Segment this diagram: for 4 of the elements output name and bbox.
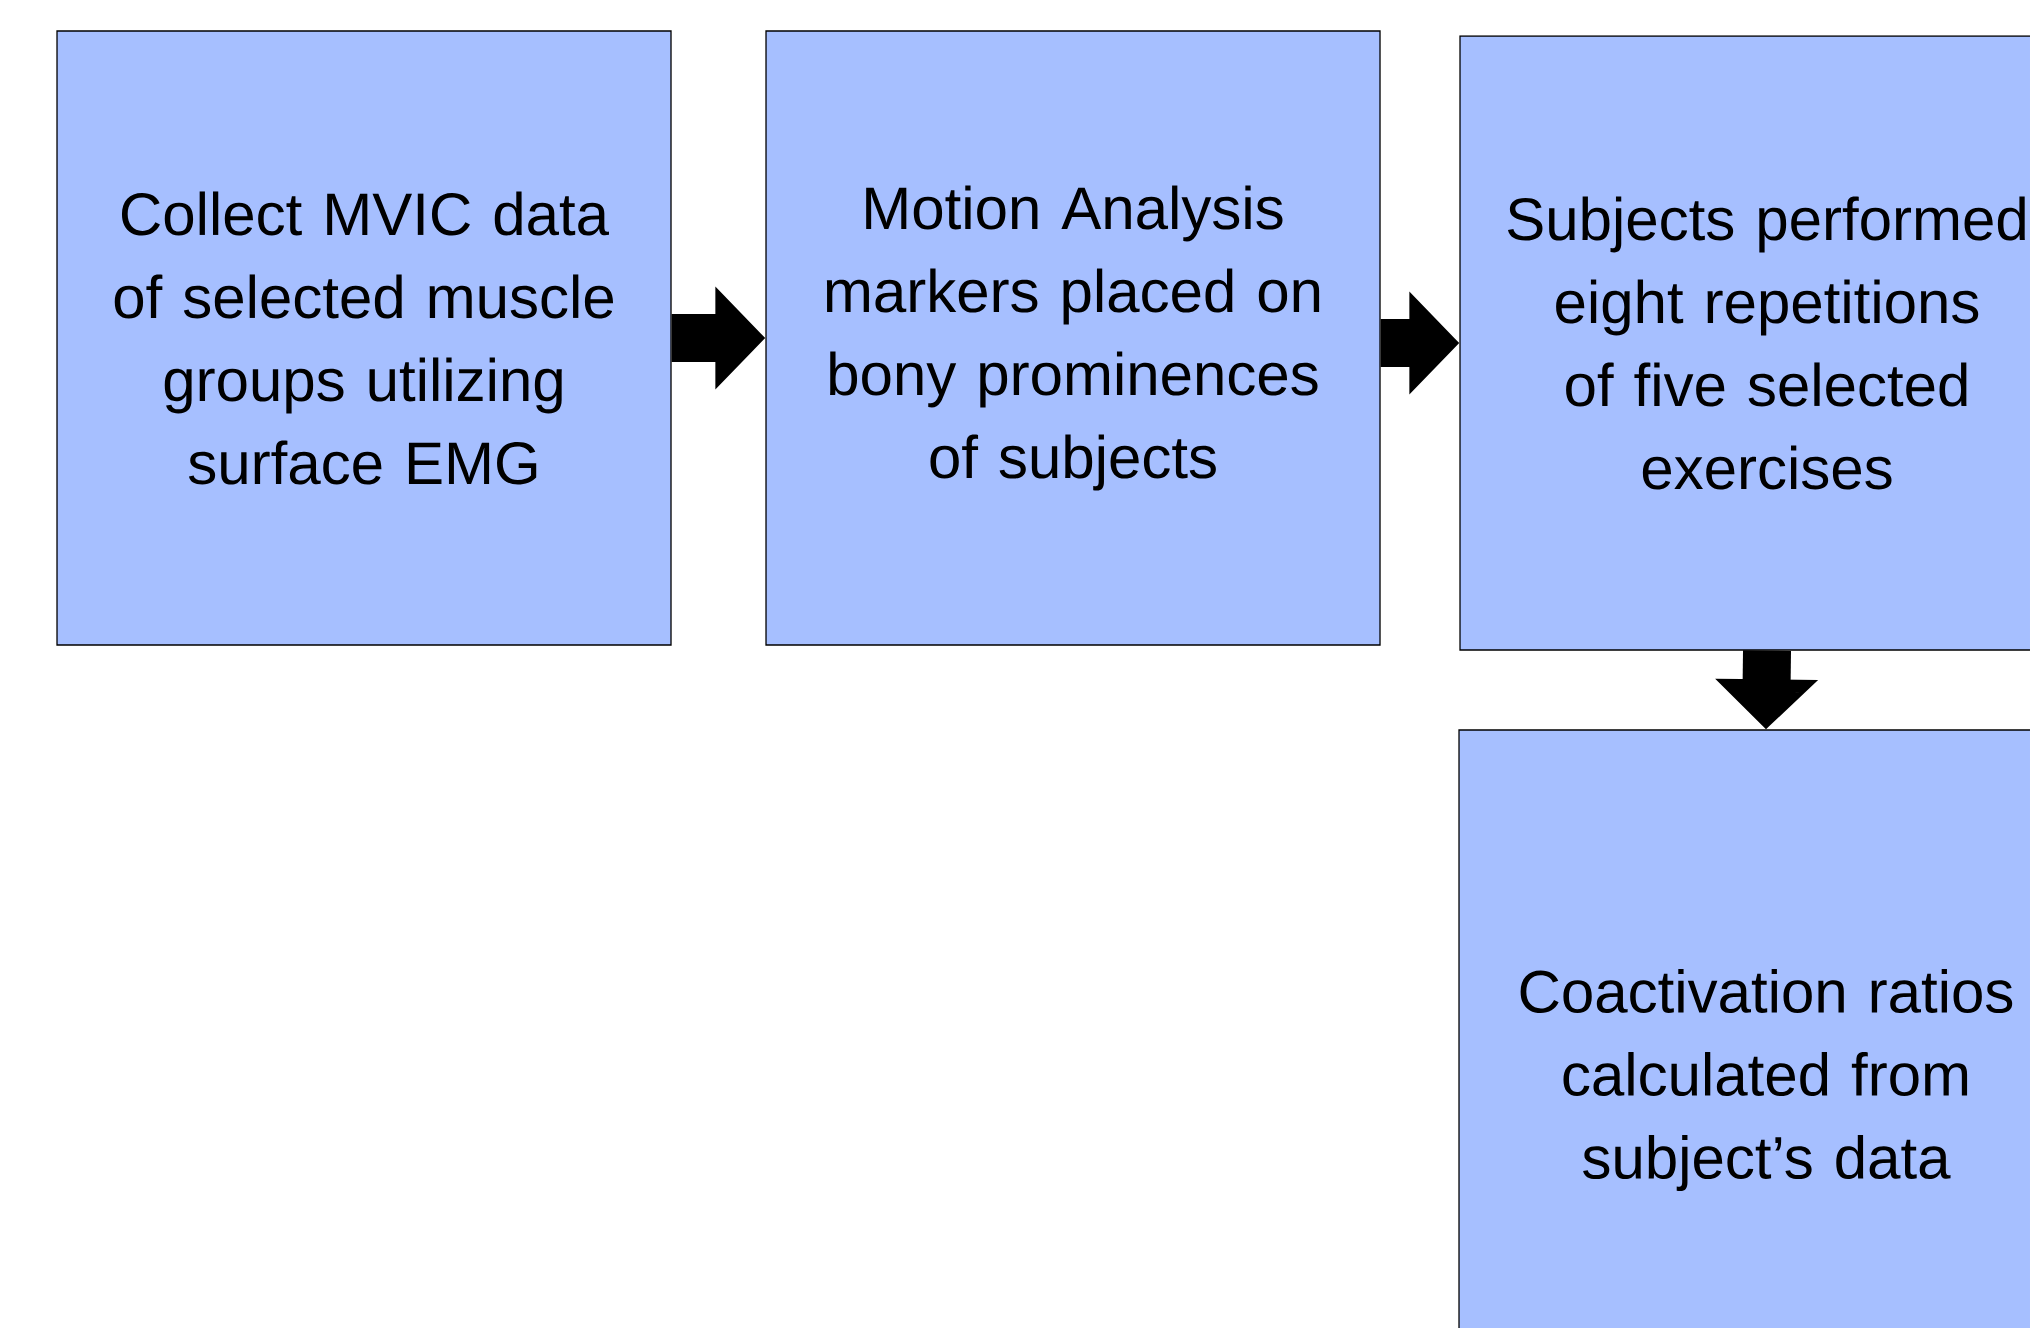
process-box: Subjects performed eight repetitions of five selected exercises [1459, 35, 2030, 651]
process-box: Motion Analysis markers placed on bony prominences of subjects [765, 30, 1381, 646]
process-box: Coactivation ratios calculated from subject’s data [1458, 729, 2030, 1328]
process-box: Collect MVIC data of selected muscle groups utilizing surface EMG [56, 30, 672, 646]
